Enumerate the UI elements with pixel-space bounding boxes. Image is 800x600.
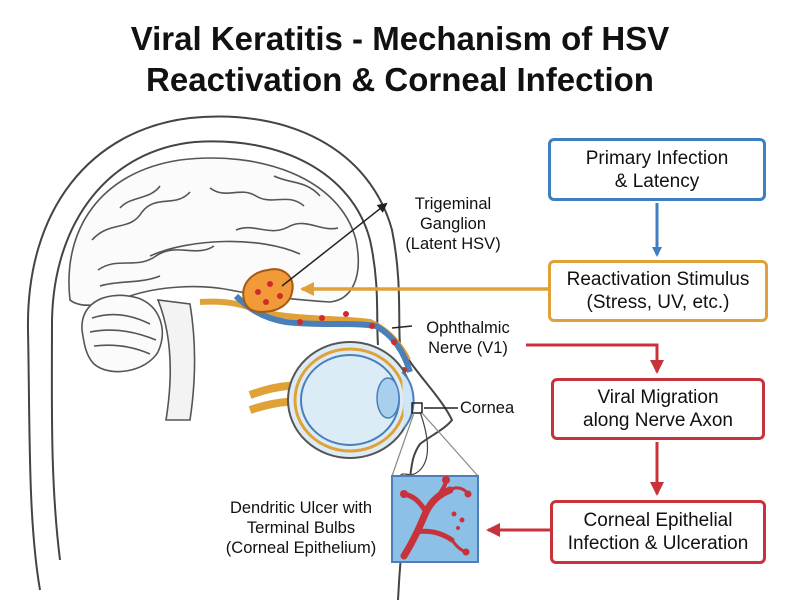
label-ulcer-line-1: Dendritic Ulcer with <box>229 499 373 517</box>
flow-box-reactivation-stimulus: Reactivation Stimulus (Stress, UV, etc.) <box>548 260 768 322</box>
page-title: Viral Keratitis - Mechanism of HSV React… <box>0 18 800 100</box>
title-line-1: Viral Keratitis - Mechanism of HSV <box>130 20 670 57</box>
label-ganglion-line-3: (Latent HSV) <box>405 235 501 253</box>
flow-step2-line-2: (Stress, UV, etc.) <box>586 292 730 313</box>
title-line-2: Reactivation & Corneal Infection <box>146 61 654 98</box>
dendritic-ulcer-inset <box>391 475 479 563</box>
label-nerve-line-1: Ophthalmic <box>426 319 510 337</box>
trigeminal-ganglion <box>242 268 294 314</box>
head-outline <box>26 115 454 600</box>
label-cornea: Cornea <box>460 399 515 417</box>
flow-step3-line-2: along Nerve Axon <box>583 410 733 431</box>
label-ganglion-line-2: Ganglion <box>419 215 487 233</box>
flow-step2-line-1: Reactivation Stimulus <box>566 269 750 290</box>
flow-step3-line-1: Viral Migration <box>597 387 719 408</box>
brain <box>68 157 360 421</box>
label-dendritic-ulcer: Dendritic Ulcer with Terminal Bulbs (Cor… <box>210 498 392 558</box>
nerve-leader <box>391 325 413 329</box>
label-trigeminal-ganglion: Trigeminal Ganglion (Latent HSV) <box>388 194 518 254</box>
label-ulcer-line-3: (Corneal Epithelium) <box>225 539 377 557</box>
label-ganglion-line-1: Trigeminal <box>414 195 492 213</box>
flow-step1-line-2: & Latency <box>614 170 700 192</box>
flow-box-corneal-infection: Corneal Epithelial Infection & Ulceratio… <box>550 500 766 564</box>
flow-step4-line-2: Infection & Ulceration <box>567 533 749 554</box>
label-ophthalmic-nerve: Ophthalmic Nerve (V1) <box>412 318 524 358</box>
label-nerve-line-2: Nerve (V1) <box>428 339 508 357</box>
label-ulcer-line-2: Terminal Bulbs <box>246 519 356 537</box>
eye <box>248 341 415 459</box>
ganglion-leader <box>281 202 388 287</box>
flow-box-primary-infection: Primary Infection & Latency <box>548 138 766 201</box>
flow-step1-line-1: Primary Infection <box>585 147 729 169</box>
flow-box-viral-migration: Viral Migration along Nerve Axon <box>551 378 765 440</box>
flow-step4-line-1: Corneal Epithelial <box>583 510 733 531</box>
cornea-marker <box>411 402 423 414</box>
zoom-lines <box>391 411 479 477</box>
arrow-nerve-to-migration <box>526 343 664 374</box>
